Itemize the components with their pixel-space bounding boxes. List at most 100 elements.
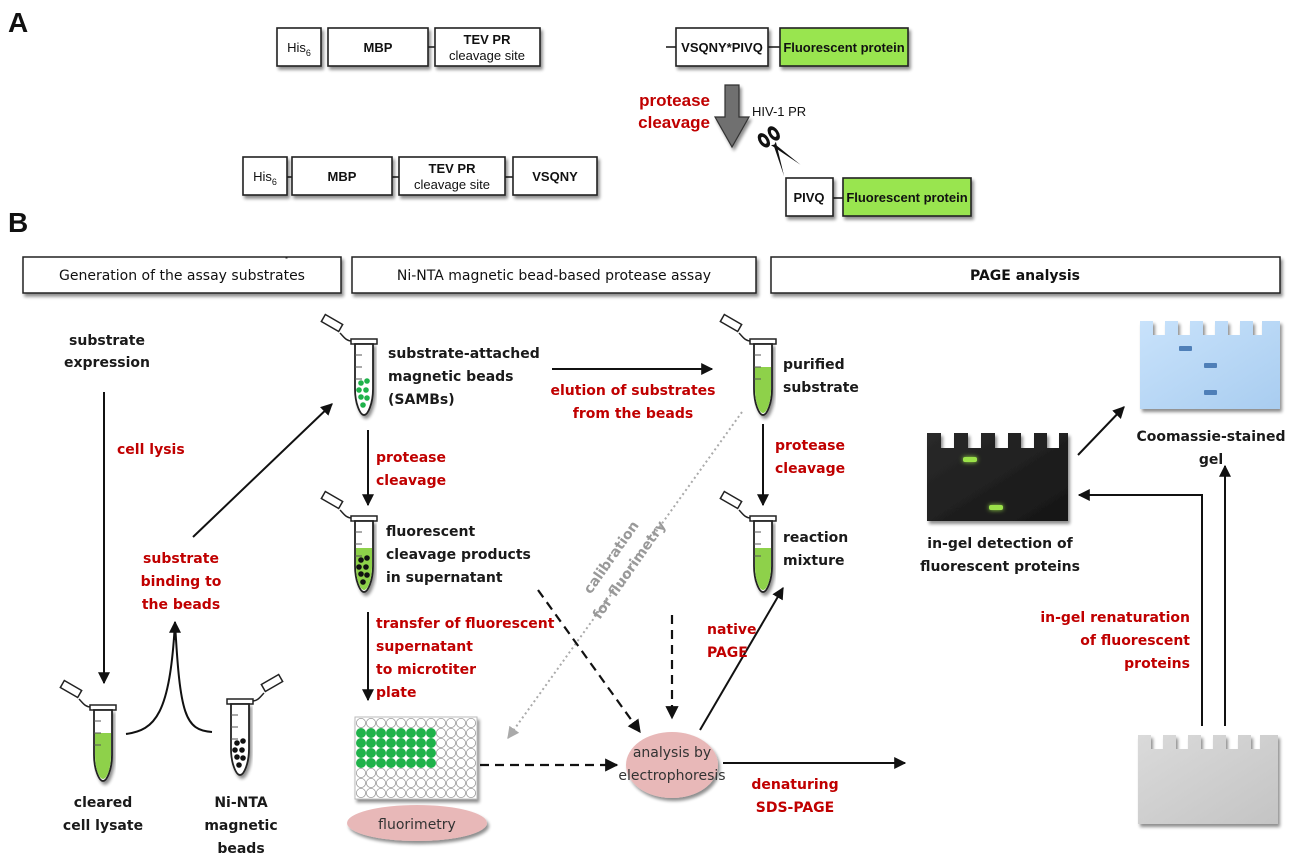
tube-cap [251, 673, 284, 702]
bead [239, 747, 245, 753]
bead [234, 754, 240, 760]
calibration-label: calibrationfor fluorimetry [572, 506, 670, 623]
well-empty [375, 778, 386, 789]
well-filled [385, 738, 396, 749]
well-empty [385, 718, 396, 729]
svg-text:TEV PR: TEV PR [464, 32, 512, 47]
header-page-analysis [770, 256, 1281, 294]
well-empty [465, 758, 476, 769]
bead [364, 572, 370, 578]
well-empty [375, 788, 386, 799]
well-empty [435, 758, 446, 769]
well-empty [465, 748, 476, 759]
tube-purified-substrate [719, 313, 777, 416]
well-filled [425, 738, 436, 749]
well-filled [375, 738, 386, 749]
well-empty [445, 748, 456, 759]
well-empty [455, 748, 466, 759]
svg-text:cleavage site: cleavage site [414, 177, 490, 192]
arrow-products-to-electrophoresis [537, 589, 641, 734]
bead [356, 564, 362, 570]
well-empty [395, 778, 406, 789]
bead [232, 747, 238, 753]
well-empty [455, 758, 466, 769]
panel-b-letter: B [8, 207, 28, 238]
well-empty [375, 768, 386, 779]
arrow-renaturation [1077, 489, 1203, 726]
well-empty [385, 788, 396, 799]
well-filled [425, 758, 436, 769]
well-filled [395, 728, 406, 739]
well-empty [395, 718, 406, 729]
tube-cap [59, 679, 92, 708]
domain-fluorescent-protein [842, 177, 972, 217]
bead [358, 571, 364, 577]
sds-page-gel [1138, 735, 1278, 824]
well-empty [365, 778, 376, 789]
well-filled [405, 738, 416, 749]
well-empty [425, 768, 436, 779]
bead [356, 387, 362, 393]
tube-cap [719, 490, 752, 519]
well-empty [395, 788, 406, 799]
well-empty [435, 718, 446, 729]
panel-a-letter: A [8, 7, 28, 38]
well-empty [355, 778, 366, 789]
well-filled [415, 728, 426, 739]
well-filled [425, 728, 436, 739]
well-empty [425, 788, 436, 799]
tube-cleared-lysate [59, 679, 117, 782]
domain-fluorescent-protein [779, 27, 909, 67]
well-empty [385, 768, 396, 779]
well-empty [435, 728, 446, 739]
well-empty [445, 728, 456, 739]
well-empty [455, 738, 466, 749]
well-empty [415, 778, 426, 789]
bead [363, 564, 369, 570]
bead [234, 740, 240, 746]
well-filled [415, 738, 426, 749]
bead [364, 555, 370, 561]
well-filled [385, 728, 396, 739]
well-empty [365, 788, 376, 799]
well-filled [395, 758, 406, 769]
well-empty [445, 758, 456, 769]
coomassie-gel [1140, 321, 1280, 409]
tube-reaction-mixture [719, 490, 777, 593]
svg-text:Fluorescent protein: Fluorescent protein [846, 190, 967, 205]
domain-his6 [276, 27, 322, 67]
green-band [963, 457, 977, 462]
well-filled [405, 728, 416, 739]
well-empty [465, 768, 476, 779]
svg-text:PIVQ: PIVQ [793, 190, 824, 205]
domain-tev-site [434, 27, 541, 67]
well-empty [405, 718, 416, 729]
blue-band [1204, 390, 1217, 395]
microtiter-plate [354, 716, 478, 800]
well-filled [365, 758, 376, 769]
arrow-binding-to-sambs [192, 403, 333, 538]
well-empty [445, 718, 456, 729]
domain-his6 [242, 156, 288, 196]
arrow-calibration [507, 411, 743, 739]
well-empty [395, 768, 406, 779]
well-filled [365, 748, 376, 759]
well-empty [445, 778, 456, 789]
domain-vsqny [512, 156, 598, 196]
svg-text:cleavage site: cleavage site [449, 48, 525, 63]
well-empty [465, 778, 476, 789]
bead [358, 394, 364, 400]
well-filled [405, 748, 416, 759]
